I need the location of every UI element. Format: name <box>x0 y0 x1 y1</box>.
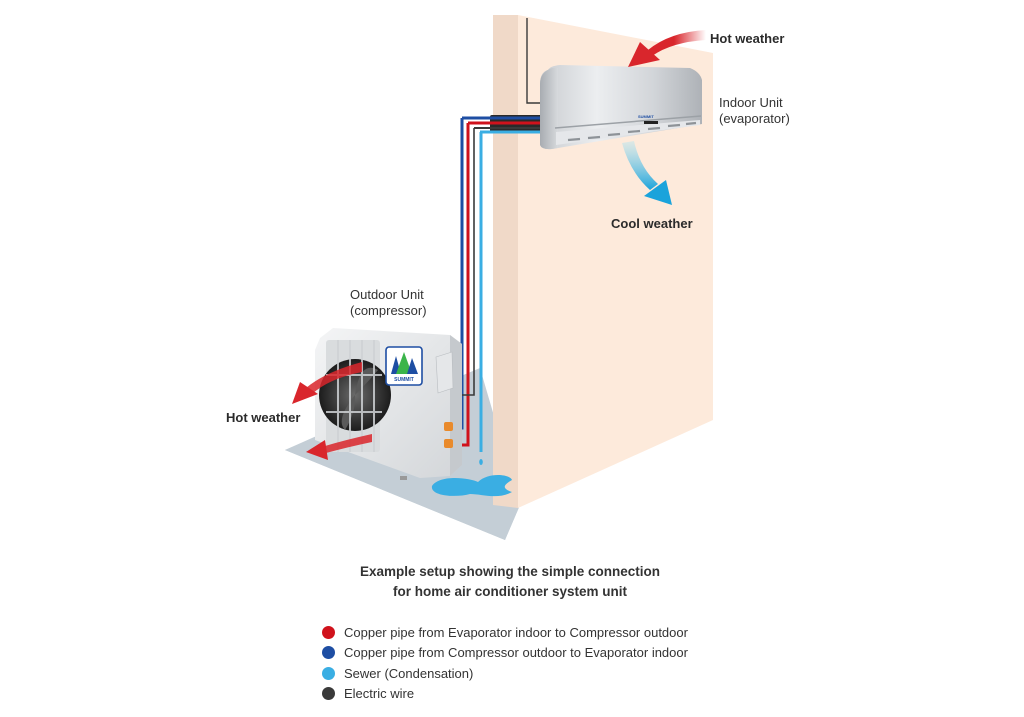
hot-air-arrow-top <box>628 30 706 67</box>
legend-dot-lightblue <box>322 666 335 680</box>
valve-bottom <box>444 439 453 448</box>
water-puddle <box>431 475 512 497</box>
legend-dot-blue <box>322 646 335 660</box>
label-outdoor-unit: Outdoor Unit <box>350 287 424 302</box>
label-outdoor-unit-sub: (compressor) <box>350 303 427 318</box>
electric-wire-indoor <box>526 18 545 104</box>
hot-air-arrow-left-lower <box>306 434 372 460</box>
legend-item-sewer: Sewer (Condensation) <box>322 663 688 684</box>
indoor-unit: SUMMIT <box>540 65 702 150</box>
label-indoor-unit: Indoor Unit <box>719 95 783 110</box>
cool-air-arrow <box>622 141 672 205</box>
legend-label: Sewer (Condensation) <box>344 665 474 681</box>
label-indoor-unit-sub: (evaporator) <box>719 111 790 126</box>
diagram-caption: Example setup showing the simple connect… <box>0 562 1020 602</box>
wall-side <box>493 15 518 508</box>
label-cool-weather: Cool weather <box>611 216 693 231</box>
legend-label: Copper pipe from Evaporator indoor to Co… <box>344 624 688 640</box>
legend-item-red-pipe: Copper pipe from Evaporator indoor to Co… <box>322 622 688 643</box>
pipe-bundle <box>462 115 545 134</box>
service-cover <box>435 351 454 394</box>
label-hot-weather-left: Hot weather <box>226 410 301 425</box>
water-drop <box>479 459 483 465</box>
legend-label: Electric wire <box>344 686 415 702</box>
legend-item-blue-pipe: Copper pipe from Compressor outdoor to E… <box>322 643 688 664</box>
caption-line-2: for home air conditioner system unit <box>392 584 628 599</box>
legend-dot-dark <box>322 687 335 701</box>
caption-line-1: Example setup showing the simple connect… <box>359 564 661 579</box>
hot-air-arrow-left-upper <box>292 362 362 404</box>
legend-item-electric-wire: Electric wire <box>322 684 688 705</box>
valve-top <box>444 422 453 431</box>
indoor-logo: SUMMIT <box>638 114 654 119</box>
legend-label: Copper pipe from Compressor outdoor to E… <box>344 645 688 661</box>
label-hot-weather-top: Hot weather <box>710 31 785 46</box>
floor-front <box>285 430 520 540</box>
svg-text:SUMMIT: SUMMIT <box>394 377 414 383</box>
legend: Copper pipe from Evaporator indoor to Co… <box>322 622 688 704</box>
legend-dot-red <box>322 625 335 639</box>
